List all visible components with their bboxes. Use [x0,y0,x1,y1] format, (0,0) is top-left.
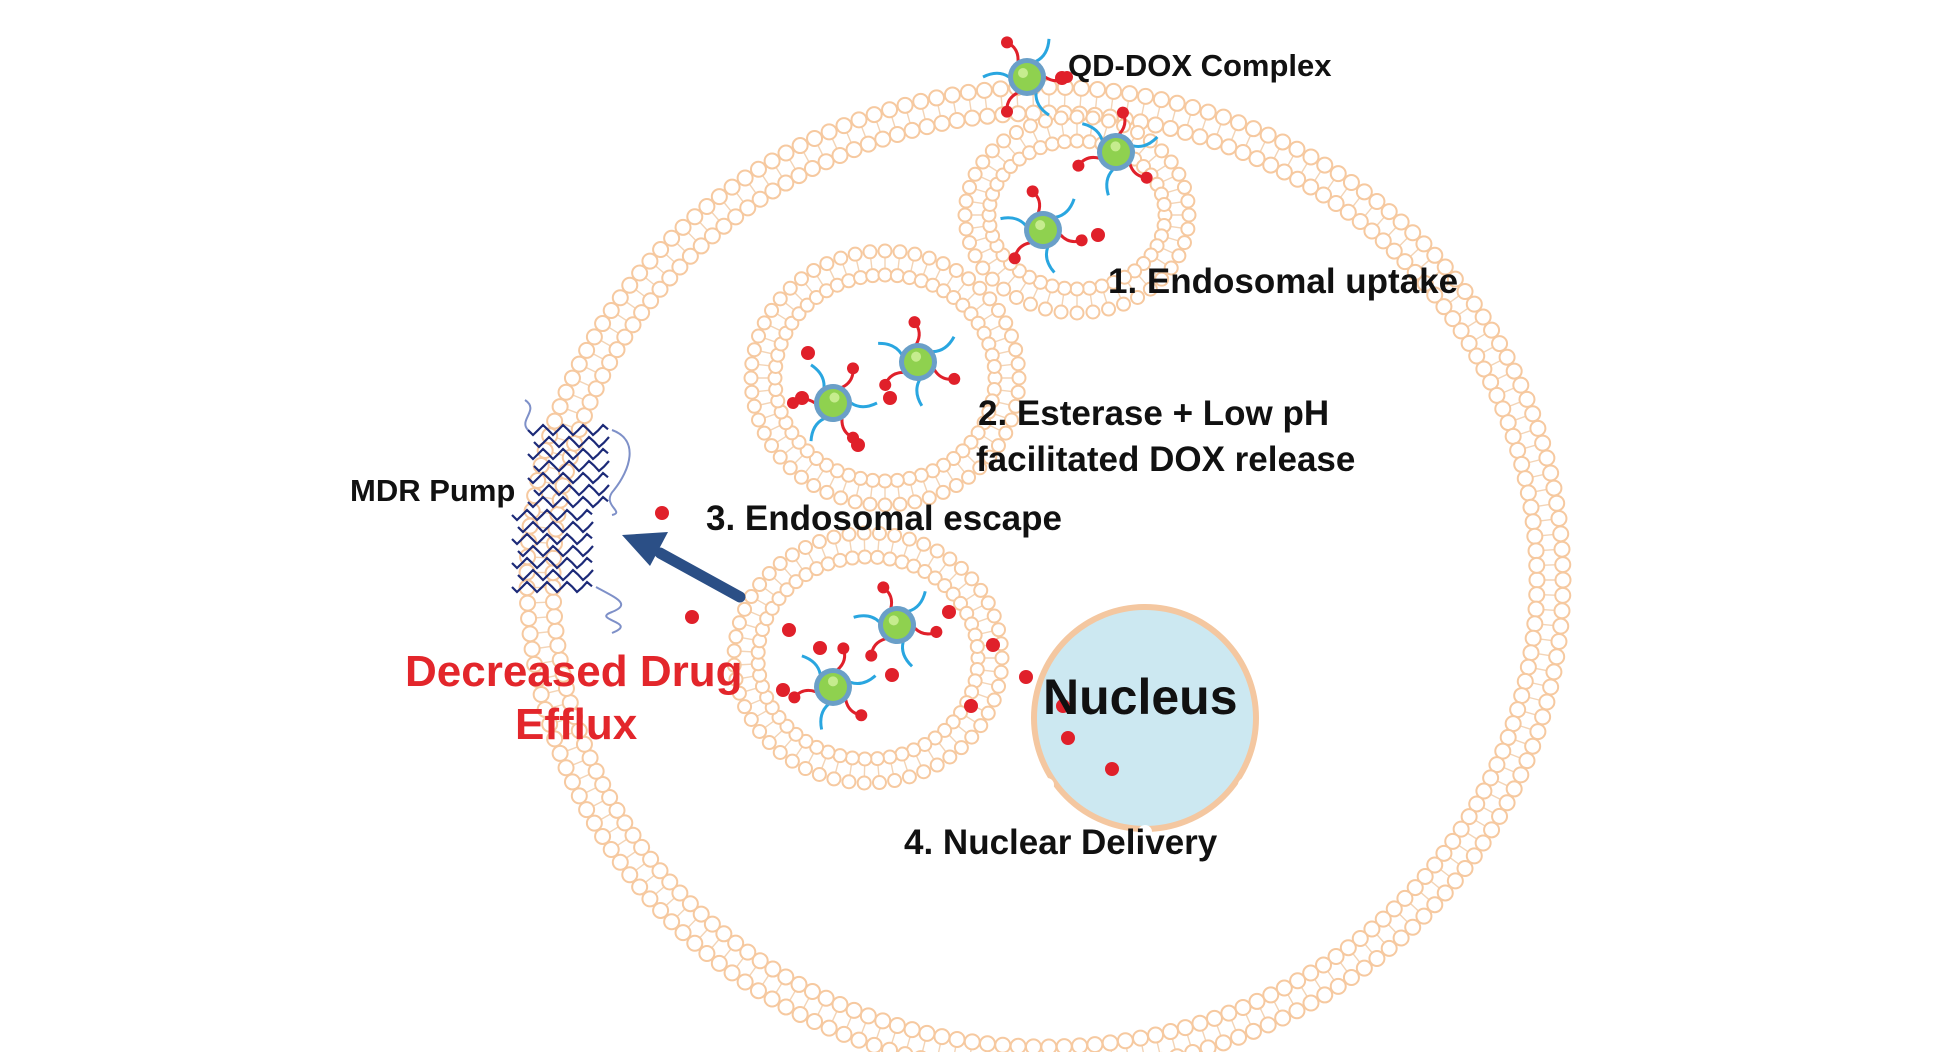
dox-molecule [853,707,870,724]
label-efflux-line-1: Decreased Drug [405,647,742,698]
dox-molecule [864,649,878,663]
free-dox-molecule [1105,762,1119,776]
label-step-2-line-1: 2. Esterase + Low pH [978,394,1329,434]
pump-loop [596,587,621,633]
nuclear-pore [1040,778,1054,792]
free-dox-molecule [776,683,790,697]
free-dox-molecule [964,699,978,713]
peg-ligand [1036,39,1049,62]
dox-molecule [1074,233,1089,248]
peg-ligand [910,380,931,406]
dox-molecule [907,314,923,330]
peg-ligand [811,363,827,387]
label-step-4: 4. Nuclear Delivery [904,823,1217,863]
peg-ligand [909,589,926,613]
peg-ligand [850,666,875,691]
free-dox-molecule [851,438,865,452]
pump-helix [534,485,609,495]
free-dox-molecule [1061,731,1075,745]
dox-molecule [835,640,852,657]
arrow-shaft [660,553,740,597]
dox-molecule [1001,106,1013,118]
pump-loop [610,430,630,515]
free-dox-molecule [685,610,699,624]
peg-ligand [1098,170,1122,196]
free-dox-molecule [1055,71,1069,85]
label-step-3: 3. Endosomal escape [706,499,1062,539]
pump-loop [525,400,530,430]
free-dox-molecule [795,391,809,405]
label-efflux-line-2: Efflux [515,700,637,751]
free-dox-molecule [1091,228,1105,242]
peg-ligand [1042,247,1060,272]
peg-ligand [812,704,837,729]
qd-core [1013,63,1041,91]
peg-ligand [804,419,830,442]
free-dox-molecule [813,641,827,655]
label-step-2-line-2: facilitated DOX release [976,440,1355,480]
dox-molecule [877,377,893,393]
nuclear-pore [1238,778,1252,792]
label-mdr-pump: MDR Pump [350,473,515,509]
peg-ligand [802,653,823,674]
label-qd-dox-complex: QD-DOX Complex [1068,48,1332,84]
peg-ligand [851,392,877,415]
free-dox-molecule [942,605,956,619]
pump-helix [528,425,608,435]
efflux-arrow [622,532,740,597]
peg-ligand [899,642,916,666]
nuclear-pore [1223,623,1237,637]
free-dox-molecule [801,346,815,360]
dox-molecule [845,360,861,376]
label-nucleus: Nucleus [1043,669,1238,727]
label-step-1: 1. Endosomal uptake [1108,262,1458,302]
free-dox-molecule [655,506,669,520]
peg-ligand [983,73,1009,77]
dox-molecule [946,371,962,387]
free-dox-molecule [885,668,899,682]
peg-ligand [1056,196,1074,221]
peg-ligand [854,614,880,622]
peg-ligand [1000,215,1026,225]
dox-molecule [929,625,943,639]
free-dox-molecule [1019,670,1033,684]
peg-ligand [933,331,954,357]
qd-dox-complex [847,577,950,673]
nuclear-pore [1053,623,1067,637]
qd-highlight [1018,68,1028,78]
qd-dox-complex [861,307,977,419]
dox-molecule [1001,36,1013,48]
peg-ligand [878,340,903,354]
free-dox-molecule [782,623,796,637]
free-dox-molecule [883,391,897,405]
free-dox-molecule [986,638,1000,652]
